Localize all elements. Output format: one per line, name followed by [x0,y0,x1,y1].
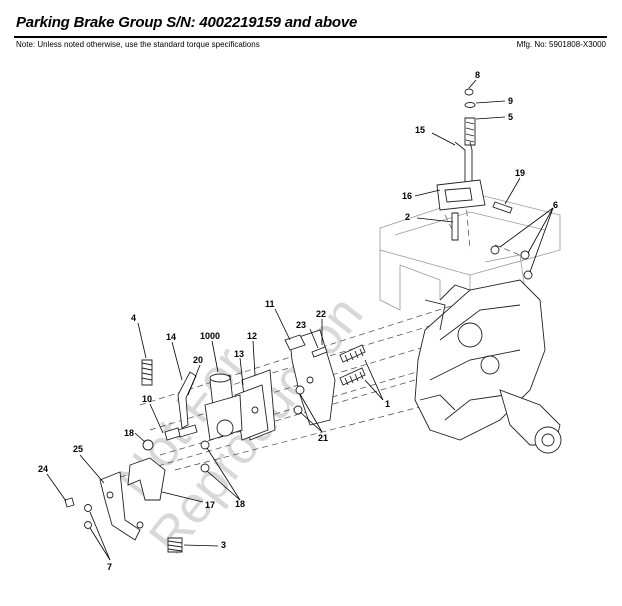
callout-3: 3 [221,540,226,550]
callout-6: 6 [553,200,558,210]
torque-note: Note: Unless noted otherwise, use the st… [16,40,260,49]
springs [293,344,366,415]
page-title: Parking Brake Group S/N: 4002219159 and … [16,14,358,31]
callout-7: 7 [107,562,112,572]
callout-11: 11 [265,299,275,309]
upper-bracket [436,88,533,280]
callout-22: 22 [316,309,326,319]
lower-brackets [64,457,166,541]
callout-24: 24 [38,464,48,474]
callout-17: 17 [205,500,215,510]
callout-15: 15 [415,125,425,135]
mfg-number: Mfg. No: 5901808-X3000 [516,40,606,49]
callout-25: 25 [73,444,83,454]
callout-13: 13 [234,349,244,359]
motor-actuator [177,371,243,441]
callout-16: 16 [402,191,412,201]
callout-1000: 1000 [200,331,220,341]
callout-23: 23 [296,320,306,330]
callout-4: 4 [131,313,136,323]
brake-plates [234,329,336,441]
callout-18a: 18 [124,428,134,438]
callout-18b: 18 [235,499,245,509]
callouts: 8 9 5 15 16 2 19 6 4 14 20 1000 12 13 11… [38,70,558,572]
callout-19: 19 [515,168,525,178]
title-rule [14,36,607,38]
callout-21: 21 [318,433,328,443]
callout-20: 20 [193,355,203,365]
transaxle [414,279,562,454]
callout-12: 12 [247,331,257,341]
callout-14: 14 [166,332,176,342]
callout-8: 8 [475,70,480,80]
callout-9: 9 [508,96,513,106]
callout-10: 10 [142,394,152,404]
callout-5: 5 [508,112,513,122]
callout-2: 2 [405,212,410,222]
callout-1: 1 [385,399,390,409]
leader-lines [46,79,554,561]
left-hardware [141,359,210,553]
